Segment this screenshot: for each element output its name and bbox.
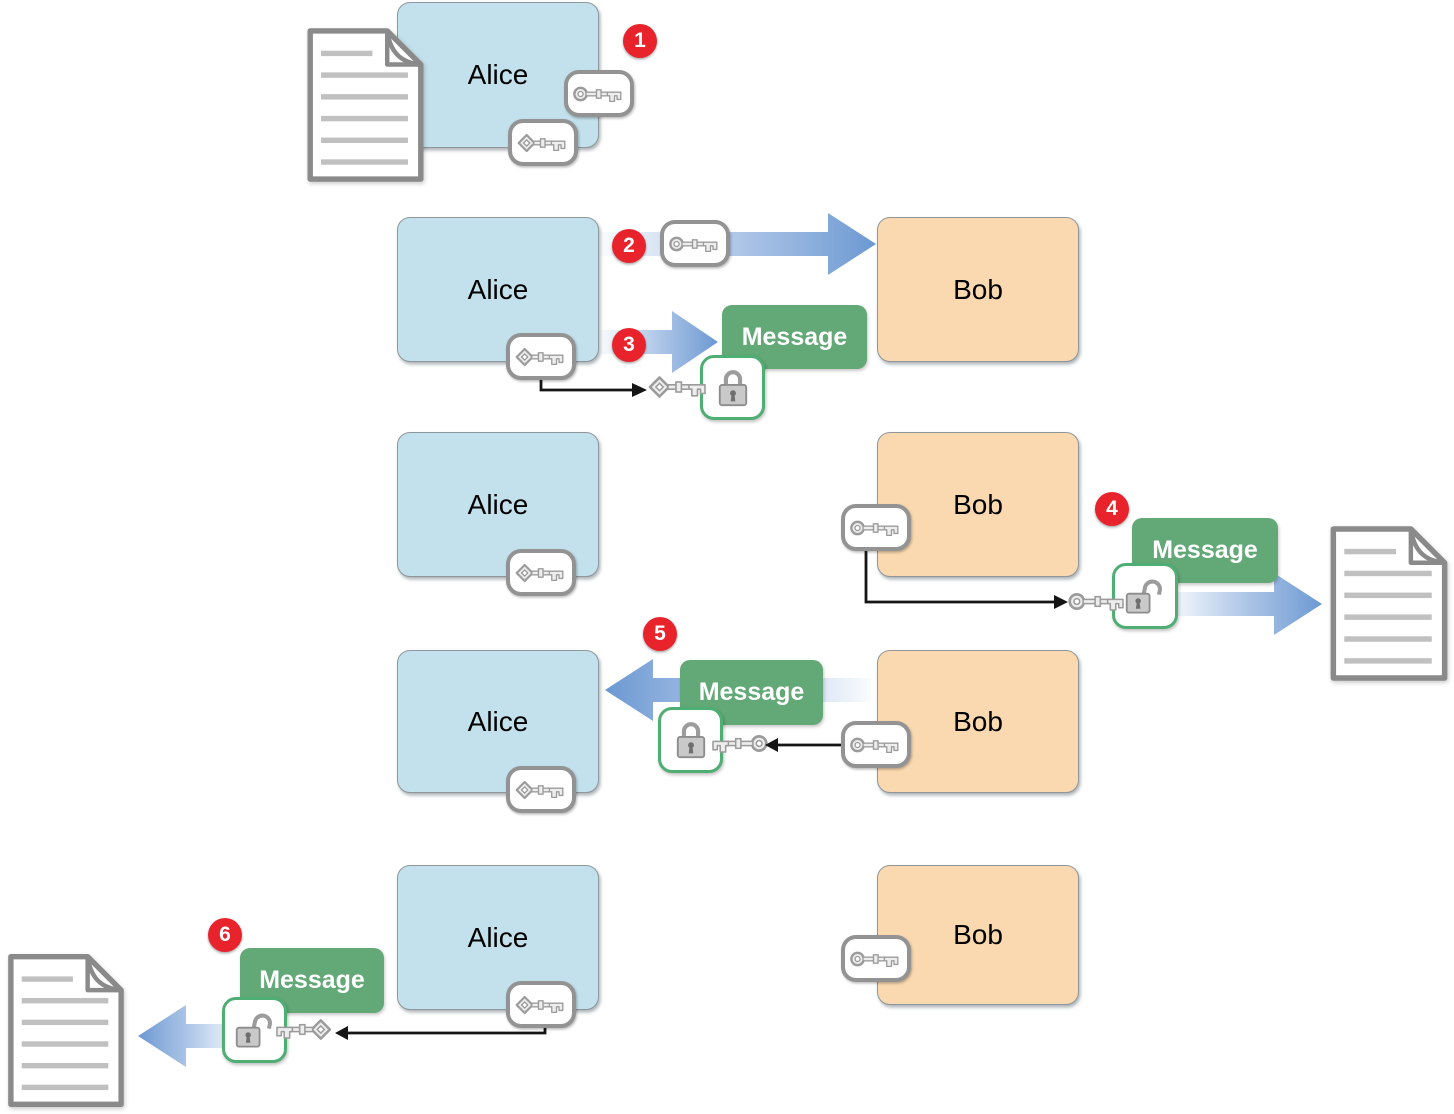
- document-icon: [4, 950, 128, 1111]
- step-number: 3: [623, 333, 635, 356]
- padlock-locked-icon: [716, 367, 750, 409]
- public-key-icon: [850, 517, 902, 539]
- decrypt-output-arrow: [138, 1005, 240, 1067]
- private-key-icon: [515, 779, 567, 801]
- private-key-icon: [272, 1017, 332, 1042]
- bob-label: Bob: [953, 919, 1003, 950]
- step-badge-5: 5: [643, 617, 677, 651]
- message-box: Message: [1132, 518, 1278, 583]
- key-use-arrow: [539, 380, 647, 397]
- private-key-pill: [506, 981, 576, 1028]
- padlock-locked-icon: [674, 719, 708, 761]
- step-badge-1: 1: [623, 24, 657, 58]
- private-key-pill: [506, 766, 576, 813]
- decrypt-output-arrow: [1168, 573, 1322, 635]
- alice-label: Alice: [467, 921, 529, 953]
- step-number: 4: [1106, 497, 1118, 520]
- bob-label: Bob: [953, 273, 1003, 305]
- padlock-unlocked-icon: [1124, 575, 1166, 617]
- public-key-pill: [564, 70, 634, 117]
- public-key-pill: [841, 721, 911, 768]
- send-public-key-arrow: [600, 213, 876, 275]
- private-key-pill: [508, 119, 578, 166]
- encrypt-arrow: [600, 311, 718, 373]
- public-key-icon: [708, 731, 768, 756]
- step-number: 6: [219, 923, 231, 946]
- private-key-icon: [515, 994, 567, 1016]
- decrypted-lock-box: [1112, 563, 1178, 629]
- public-key-icon: [573, 83, 625, 105]
- step-number: 2: [623, 234, 635, 257]
- private-key-icon: [515, 346, 567, 368]
- public-key-pill: [660, 220, 730, 267]
- key-use-arrow: [335, 1026, 547, 1040]
- alice-label: Alice: [467, 488, 529, 520]
- alice-label: Alice: [467, 273, 529, 305]
- message-label: Message: [741, 322, 848, 351]
- step-number: 5: [654, 622, 666, 645]
- public-key-icon: [669, 233, 721, 255]
- private-key-pill: [506, 333, 576, 380]
- key-use-arrow: [864, 551, 1068, 609]
- encrypted-lock-box: [658, 707, 723, 773]
- public-key-icon: [850, 948, 902, 970]
- private-key-icon: [515, 562, 567, 584]
- step-number: 1: [634, 29, 646, 52]
- bob-label: Bob: [953, 488, 1003, 520]
- alice-box-row1: Alice: [397, 2, 599, 148]
- key-use-arrow: [765, 738, 846, 752]
- step-badge-2: 2: [612, 229, 646, 263]
- step-badge-6: 6: [208, 918, 242, 952]
- document-icon: [303, 26, 428, 184]
- decrypted-lock-box: [222, 997, 287, 1063]
- step-badge-3: 3: [612, 328, 646, 362]
- message-label: Message: [1152, 536, 1258, 564]
- public-key-pill: [841, 935, 911, 982]
- bob-box-row2: Bob: [877, 217, 1079, 362]
- private-key-pill: [506, 549, 576, 596]
- private-key-icon: [517, 132, 569, 154]
- document-icon: [1326, 524, 1452, 683]
- bob-box-row5: Bob: [877, 865, 1079, 1005]
- message-label: Message: [698, 678, 805, 706]
- alice-label: Alice: [467, 705, 529, 737]
- bob-box-row3: Bob: [877, 432, 1079, 577]
- message-label: Message: [259, 966, 365, 994]
- public-key-icon: [850, 734, 902, 756]
- padlock-unlocked-icon: [234, 1009, 276, 1051]
- bob-label: Bob: [953, 705, 1003, 737]
- bob-box-row4: Bob: [877, 650, 1079, 793]
- step-badge-4: 4: [1095, 492, 1129, 526]
- alice-label: Alice: [467, 59, 529, 90]
- public-key-pill: [841, 504, 911, 551]
- public-key-icon: [1068, 589, 1128, 614]
